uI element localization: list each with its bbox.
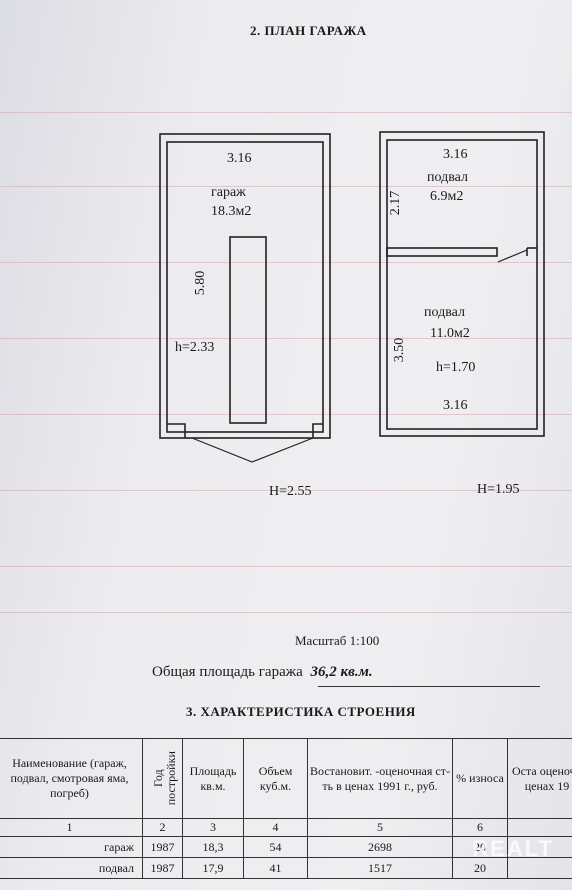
basement-top-area: 6.9м2 [430, 189, 464, 204]
row-volume: 41 [243, 857, 308, 879]
basement-top-length-label: 2.17 [388, 190, 403, 216]
total-area-row: Общая площадь гаража 36,2 кв.м. [152, 664, 373, 681]
row-volume: 54 [243, 836, 308, 858]
total-area-label: Общая площадь гаража [152, 664, 303, 680]
basement-inner-wall [386, 139, 538, 430]
ruled-line [0, 566, 572, 567]
garage-outer-wall [159, 133, 331, 439]
garage-right-jamb [312, 423, 323, 438]
realt-watermark: REALT [472, 836, 554, 861]
basement-outer-wall [379, 131, 545, 437]
ruled-line [0, 186, 572, 187]
column-number: 4 [243, 818, 308, 837]
ruled-line [0, 338, 572, 339]
plan-title: 2. ПЛАН ГАРАЖА [250, 23, 367, 38]
column-number: 2 [142, 818, 183, 837]
row-cost: 2698 [307, 836, 453, 858]
row-year: 1987 [142, 857, 183, 879]
garage-room-name: гараж [211, 185, 246, 200]
garage-area: 18.3м2 [211, 204, 252, 219]
inspection-pit [229, 236, 267, 424]
basement-door-swing [497, 249, 528, 263]
column-number: 3 [182, 818, 244, 837]
basement-top-width-label: 3.16 [443, 147, 468, 162]
basement-bottom-width-label: 3.16 [443, 398, 468, 413]
column-number [507, 818, 572, 837]
column-number: 5 [307, 818, 453, 837]
garage-outer-height: H=2.55 [269, 484, 312, 499]
basement-bottom-area: 11.0м2 [430, 326, 470, 341]
basement-outer-height: H=1.95 [477, 482, 520, 497]
row-wear: 20 [452, 857, 508, 879]
basement-partition [386, 247, 498, 257]
row-year: 1987 [142, 836, 183, 858]
row-area: 18,3 [182, 836, 244, 858]
row-residual: 1 [507, 857, 572, 879]
basement-inner-height: h=1.70 [436, 360, 476, 375]
total-area-underline [318, 686, 540, 687]
ruled-line [0, 612, 572, 613]
header-year: Год постройки [142, 738, 183, 819]
ruled-line [0, 112, 572, 113]
table-header-row: Наименование (гараж, подвал, смотровая я… [0, 738, 572, 819]
basement-bottom-length-label: 3.50 [392, 337, 407, 363]
ruled-line [0, 414, 572, 415]
scale-label: Масштаб 1:100 [295, 633, 380, 648]
garage-inner-wall [166, 141, 324, 433]
column-number: 6 [452, 818, 508, 837]
garage-width-label: 3.16 [227, 151, 252, 166]
total-area-value: 36,2 кв.м. [310, 664, 373, 680]
characteristics-title: 3. ХАРАКТЕРИСТИКА СТРОЕНИЯ [186, 704, 416, 719]
row-cost: 1517 [307, 857, 453, 879]
basement-bottom-room-name: подвал [424, 305, 465, 320]
header-residual: Оста оценочн ценах 19 [507, 738, 572, 819]
header-area: Площадь кв.м. [182, 738, 244, 819]
column-number: 1 [0, 818, 143, 837]
garage-left-jamb [167, 423, 186, 438]
floor-plan-drawing [159, 131, 545, 463]
header-name: Наименование (гараж, подвал, смотровая я… [0, 738, 143, 819]
header-cost: Востановит. -оценочная ст-ть в ценах 199… [307, 738, 453, 819]
basement-top-room-name: подвал [427, 170, 468, 185]
header-wear: % износа [452, 738, 508, 819]
characteristics-table: Наименование (гараж, подвал, смотровая я… [0, 738, 572, 879]
garage-inner-height: h=2.33 [175, 340, 215, 355]
ruled-line [0, 490, 572, 491]
row-wear: 20 [452, 836, 508, 858]
row-area: 17,9 [182, 857, 244, 879]
row-name: гараж [0, 836, 143, 858]
row-name: подвал [0, 857, 143, 879]
header-volume: Объем куб.м. [243, 738, 308, 819]
ruled-line [0, 262, 572, 263]
garage-length-label: 5.80 [193, 270, 208, 296]
table-row: гараж 1987 18,3 54 2698 20 2 [0, 836, 572, 858]
table-row: подвал 1987 17,9 41 1517 20 1 [0, 857, 572, 879]
table-column-numbers: 1 2 3 4 5 6 [0, 818, 572, 837]
garage-gate-swing [191, 437, 314, 463]
